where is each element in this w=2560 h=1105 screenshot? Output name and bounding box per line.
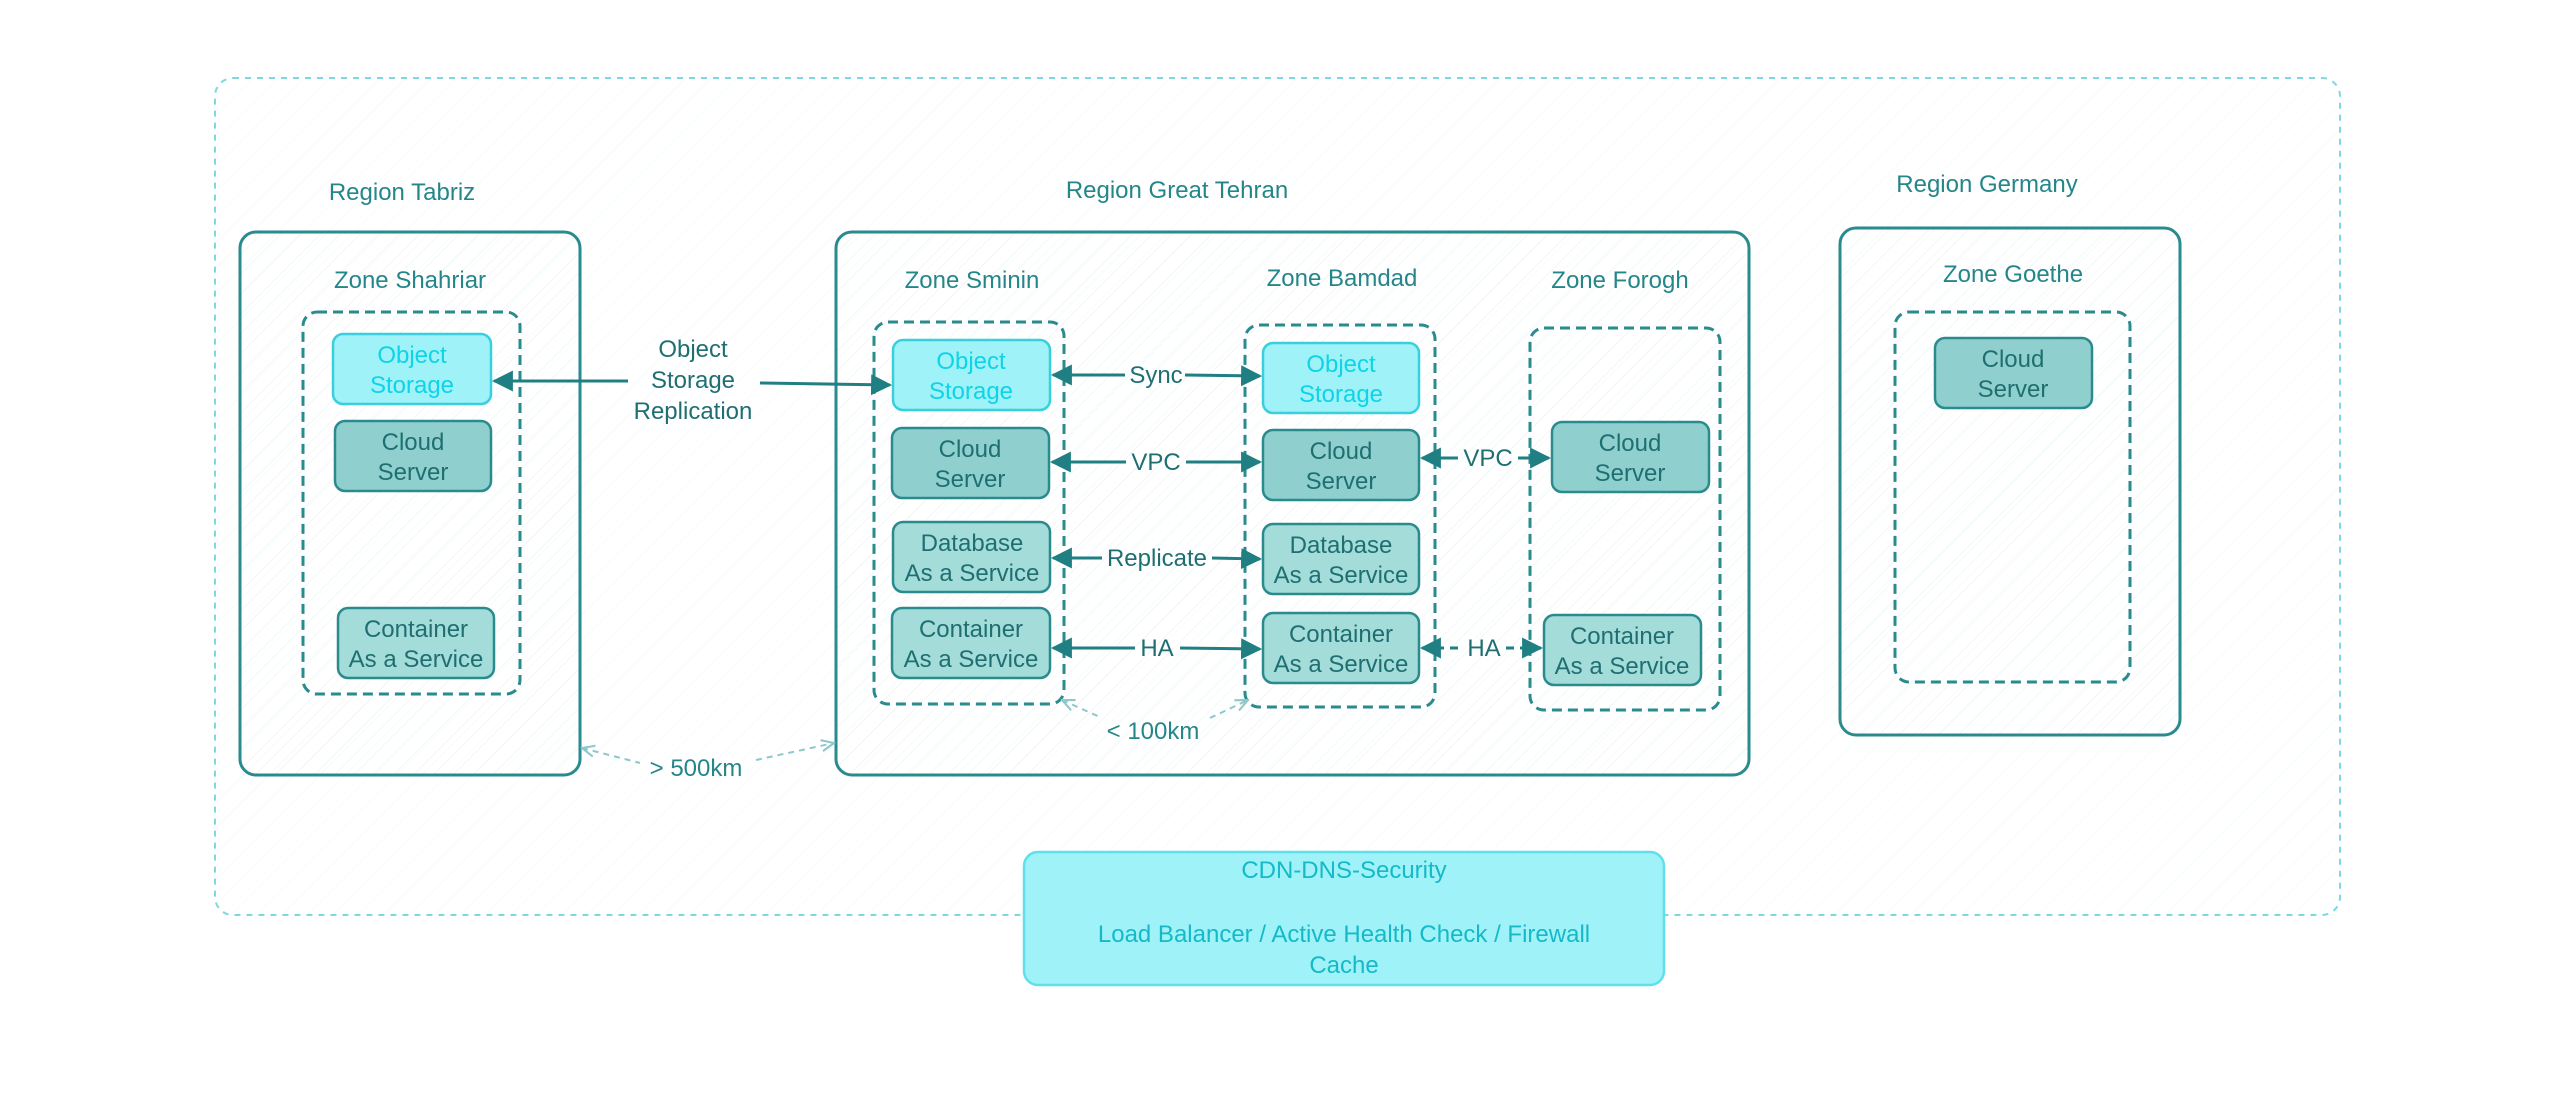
svg-text:Container: Container <box>1289 621 1393 648</box>
cdn-cache: Cache <box>1309 952 1378 979</box>
region-tabriz-title: Region Tabriz <box>329 179 475 206</box>
svg-text:Object: Object <box>377 342 447 369</box>
sminin-object-storage[interactable]: Object Storage <box>891 338 1052 412</box>
svg-text:Server: Server <box>935 466 1006 493</box>
svg-text:As a Service: As a Service <box>905 560 1040 587</box>
svg-text:Cloud: Cloud <box>1599 430 1662 457</box>
svg-text:Server: Server <box>378 459 449 486</box>
cdn-security-box[interactable]: CDN-DNS-Security Load Balancer / Active … <box>1022 850 1666 987</box>
svg-text:As a Service: As a Service <box>1555 653 1690 680</box>
svg-text:Cloud: Cloud <box>939 436 1002 463</box>
svg-text:Cloud: Cloud <box>1310 438 1373 465</box>
replicate-label: Replicate <box>1107 545 1207 572</box>
region-tabriz-box <box>238 230 582 777</box>
svg-text:Container: Container <box>919 616 1023 643</box>
bamdad-object-storage[interactable]: Object Storage <box>1261 341 1421 415</box>
svg-text:Storage: Storage <box>1299 381 1383 408</box>
replicate-arrow-right <box>1211 548 1263 570</box>
svg-text:As a Service: As a Service <box>349 646 484 673</box>
zone-forogh-title: Zone Forogh <box>1551 267 1688 294</box>
sminin-container-service[interactable]: Container As a Service <box>890 606 1052 680</box>
bamdad-cloud-server[interactable]: Cloud Server <box>1261 428 1421 502</box>
svg-text:As a Service: As a Service <box>1274 651 1409 678</box>
svg-text:Database: Database <box>921 530 1024 557</box>
zone-shahriar-box <box>301 310 522 696</box>
distance-far-arrow-right <box>755 743 834 761</box>
distance-far-arrow-left <box>582 748 641 764</box>
sync-arrow-right <box>1184 365 1263 387</box>
distance-near-arrow-right <box>1209 700 1248 719</box>
distance-far-label: > 500km <box>650 755 743 782</box>
shahriar-cloud-server[interactable]: Cloud Server <box>333 419 493 493</box>
replication-label-3: Replication <box>634 398 753 425</box>
sync-label: Sync <box>1129 362 1182 389</box>
zone-goethe-title: Zone Goethe <box>1943 261 2083 288</box>
bamdad-container-service[interactable]: Container As a Service <box>1261 611 1421 685</box>
vpc-label: VPC <box>1131 449 1180 476</box>
vpc2-label: VPC <box>1463 445 1512 472</box>
region-tehran-box <box>834 230 1751 777</box>
svg-text:Object: Object <box>1306 351 1376 378</box>
svg-text:Database: Database <box>1290 532 1393 559</box>
ha2-label: HA <box>1467 635 1500 662</box>
ha-arrow-right <box>1179 638 1263 660</box>
svg-text:Server: Server <box>1978 376 2049 403</box>
forogh-cloud-server[interactable]: Cloud Server <box>1550 420 1711 494</box>
ha-label: HA <box>1140 635 1173 662</box>
svg-text:Storage: Storage <box>370 372 454 399</box>
svg-text:Object: Object <box>936 348 1006 375</box>
shahriar-object-storage[interactable]: Object Storage <box>331 332 493 406</box>
sminin-database-service[interactable]: Database As a Service <box>891 520 1052 594</box>
svg-text:As a Service: As a Service <box>1274 562 1409 589</box>
svg-text:As a Service: As a Service <box>904 646 1039 673</box>
forogh-container-service[interactable]: Container As a Service <box>1542 613 1703 687</box>
replication-arrow-right <box>759 374 893 396</box>
svg-text:Server: Server <box>1306 468 1377 495</box>
replication-label-2: Storage <box>651 367 735 394</box>
replication-label-1: Object <box>658 336 728 363</box>
zone-goethe-box <box>1893 310 2132 684</box>
zone-forogh-box <box>1528 326 1722 712</box>
region-germany-title: Region Germany <box>1896 171 2077 198</box>
svg-text:Server: Server <box>1595 460 1666 487</box>
region-tehran-title: Region Great Tehran <box>1066 177 1288 204</box>
zone-shahriar-title: Zone Shahriar <box>334 267 486 294</box>
bamdad-database-service[interactable]: Database As a Service <box>1261 522 1421 596</box>
zone-bamdad-title: Zone Bamdad <box>1267 265 1418 292</box>
svg-text:Container: Container <box>1570 623 1674 650</box>
cdn-title: CDN-DNS-Security <box>1241 857 1446 884</box>
region-germany-box <box>1838 226 2182 737</box>
distance-near-label: < 100km <box>1107 718 1200 745</box>
distance-near-arrow-left <box>1062 700 1103 719</box>
zone-sminin-box <box>872 320 1066 706</box>
zone-sminin-title: Zone Sminin <box>905 267 1040 294</box>
cdn-features: Load Balancer / Active Health Check / Fi… <box>1098 921 1590 948</box>
svg-text:Cloud: Cloud <box>382 429 445 456</box>
goethe-cloud-server[interactable]: Cloud Server <box>1933 336 2094 410</box>
svg-text:Container: Container <box>364 616 468 643</box>
svg-text:Storage: Storage <box>929 378 1013 405</box>
zone-bamdad-box <box>1243 323 1437 709</box>
svg-text:Cloud: Cloud <box>1982 346 2045 373</box>
shahriar-container-service[interactable]: Container As a Service <box>336 606 496 680</box>
sminin-cloud-server[interactable]: Cloud Server <box>890 426 1051 500</box>
